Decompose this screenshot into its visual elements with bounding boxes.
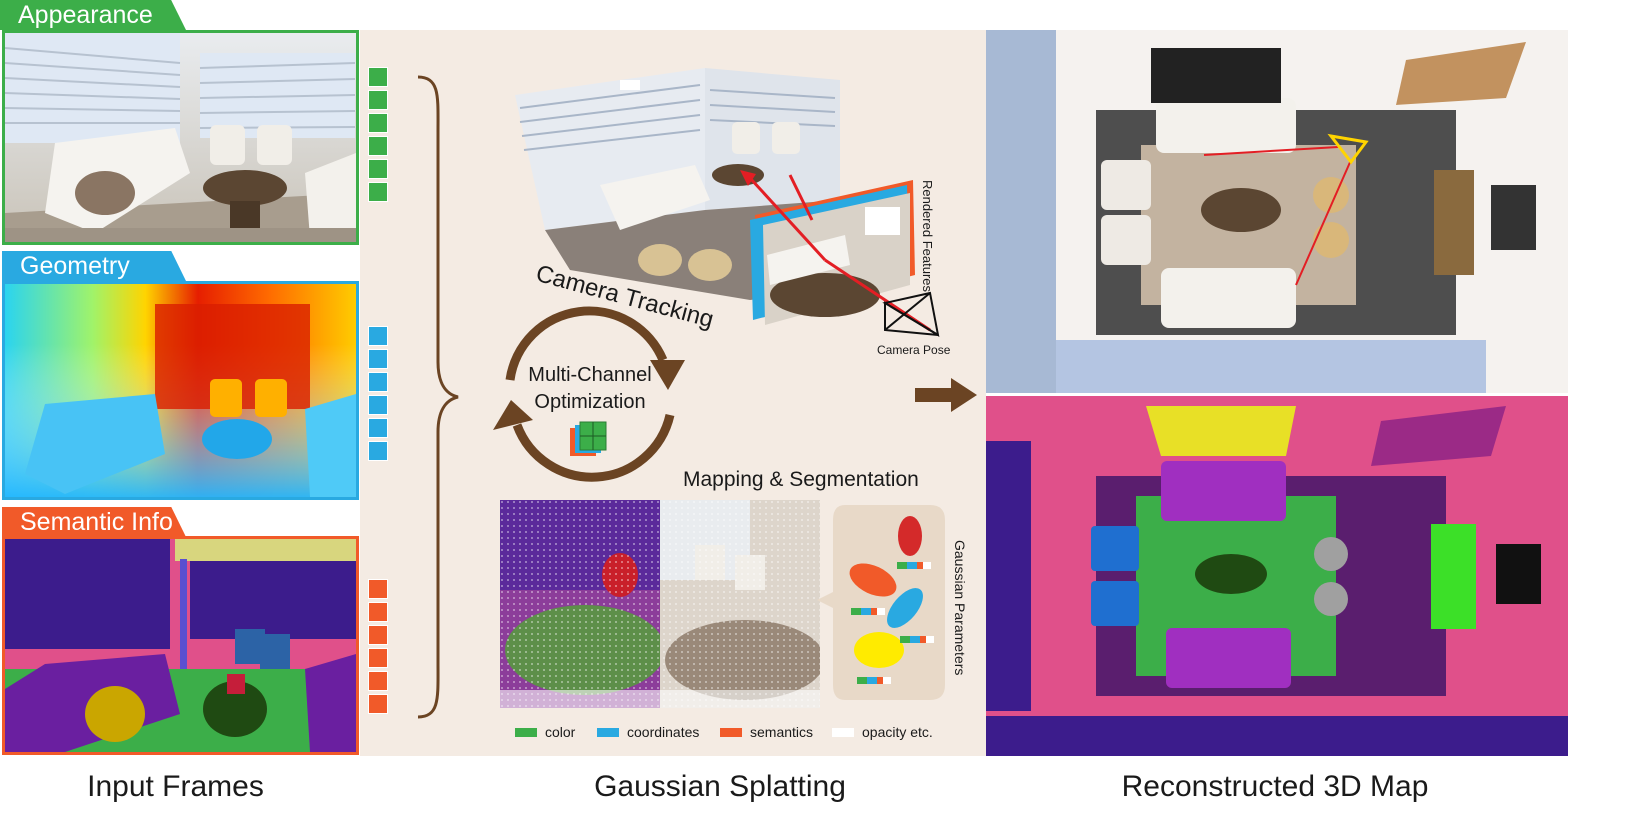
input-frames-caption: Input Frames bbox=[87, 770, 264, 803]
point-cloud-render bbox=[500, 500, 820, 708]
optimization-line-2: Optimization bbox=[534, 391, 646, 413]
appearance-frame bbox=[2, 30, 359, 245]
tracking-arrow bbox=[740, 170, 931, 332]
legend-swatch-opacity bbox=[832, 727, 854, 737]
legend-label: color bbox=[545, 724, 576, 740]
legend-item-color: color bbox=[515, 724, 575, 740]
semantic-square bbox=[368, 671, 388, 691]
semantic-square bbox=[368, 648, 388, 668]
color-square bbox=[368, 182, 388, 202]
legend-label: coordinates bbox=[627, 724, 700, 740]
color-square bbox=[368, 136, 388, 156]
depth-map bbox=[5, 284, 356, 497]
reconstructed-map-caption: Reconstructed 3D Map bbox=[1121, 770, 1429, 803]
color-square bbox=[368, 159, 388, 179]
legend-item-semantics: semantics bbox=[720, 724, 813, 740]
legend-item-opacity: opacity etc. bbox=[832, 724, 933, 740]
coordinate-square bbox=[368, 326, 388, 346]
legend-item-coordinates: coordinates bbox=[597, 724, 699, 740]
gaussian-parameters-callout bbox=[817, 505, 945, 700]
coordinate-square bbox=[368, 372, 388, 392]
appearance-tab: Appearance bbox=[0, 0, 186, 30]
geometry-tab: Geometry bbox=[2, 251, 186, 281]
multi-channel-icon bbox=[570, 421, 607, 456]
coordinate-square bbox=[368, 349, 388, 369]
legend-swatch-coordinates bbox=[597, 727, 619, 737]
optimization-label: Multi-Channel Optimization bbox=[510, 362, 670, 416]
semantic-square bbox=[368, 625, 388, 645]
rendered-features-label: Rendered Features bbox=[920, 180, 935, 293]
coordinate-square bbox=[368, 418, 388, 438]
mapping-segmentation-label: Mapping & Segmentation bbox=[683, 468, 919, 491]
coordinate-square bbox=[368, 395, 388, 415]
reconstructed-rgb-map bbox=[986, 30, 1568, 393]
camera-pose-icon bbox=[882, 291, 940, 338]
reconstructed-semantic-map bbox=[986, 396, 1568, 756]
gaussian-splatting-caption: Gaussian Splatting bbox=[594, 770, 846, 803]
semantic-square bbox=[368, 694, 388, 714]
camera-pose-label: Camera Pose bbox=[877, 343, 951, 357]
legend-swatch-semantics bbox=[720, 727, 742, 737]
coordinate-square bbox=[368, 441, 388, 461]
living-room-photo bbox=[5, 33, 356, 242]
param-bar bbox=[897, 562, 931, 569]
legend-label: opacity etc. bbox=[862, 724, 933, 740]
geometry-frame bbox=[2, 281, 359, 500]
semantic-map bbox=[5, 539, 356, 752]
legend-swatch-color bbox=[515, 727, 537, 737]
curly-brace bbox=[417, 75, 459, 719]
semantic-frame bbox=[2, 536, 359, 755]
gaussian-parameters-label: Gaussian Parameters bbox=[952, 540, 968, 676]
color-square bbox=[368, 113, 388, 133]
color-square bbox=[368, 90, 388, 110]
semantic-square bbox=[368, 579, 388, 599]
optimization-cycle bbox=[493, 306, 685, 482]
legend-label: semantics bbox=[750, 724, 814, 740]
semantic-square bbox=[368, 602, 388, 622]
optimization-line-1: Multi-Channel bbox=[528, 364, 652, 386]
semantic-info-tab: Semantic Info bbox=[2, 507, 186, 537]
color-square bbox=[368, 67, 388, 87]
output-arrow bbox=[915, 378, 977, 412]
